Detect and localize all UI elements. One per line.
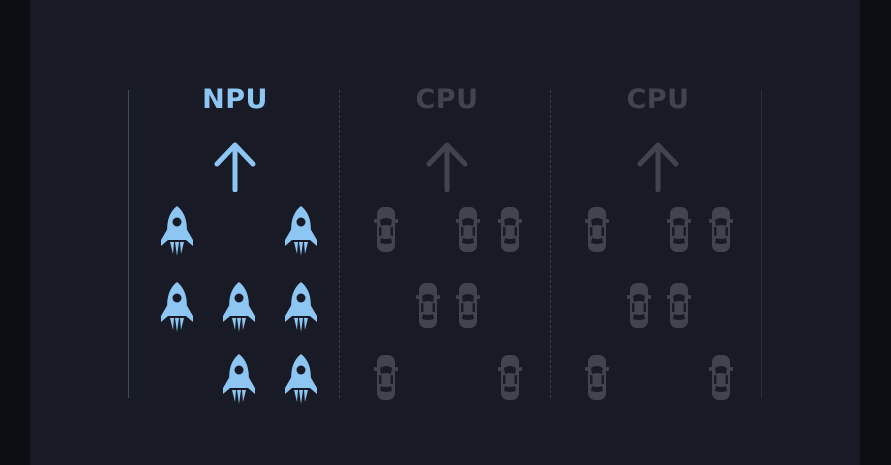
car-icon [416, 283, 440, 328]
car-icon [374, 355, 398, 400]
lane-cpu-1: CPU [342, 0, 552, 465]
rocket-icon [285, 282, 317, 332]
lane-divider-right [761, 90, 762, 398]
car-icon [498, 207, 522, 252]
car-icon [585, 355, 609, 400]
rocket-icon [223, 282, 255, 332]
lane-cpu-2: CPU [553, 0, 763, 465]
comparison-panel: NPU CPU CPU [30, 0, 860, 465]
lane-divider-left [128, 90, 129, 398]
car-icon [374, 207, 398, 252]
lane-divider-npu-cpu [339, 90, 340, 398]
car-icon [456, 283, 480, 328]
lane-npu: NPU [130, 0, 340, 465]
car-icon [709, 207, 733, 252]
car-icon [667, 207, 691, 252]
car-icon [627, 283, 651, 328]
arrow-up-icon [637, 142, 679, 192]
lane-title-npu: NPU [202, 84, 268, 115]
lane-title-cpu-2: CPU [626, 84, 690, 115]
rocket-icon [161, 282, 193, 332]
rocket-icon [285, 354, 317, 404]
car-icon [498, 355, 522, 400]
arrow-up-icon [214, 142, 256, 192]
car-icon [456, 207, 480, 252]
rocket-icon [223, 354, 255, 404]
lane-title-cpu-1: CPU [415, 84, 479, 115]
arrow-up-icon [426, 142, 468, 192]
car-icon [667, 283, 691, 328]
car-icon [709, 355, 733, 400]
car-icon [585, 207, 609, 252]
rocket-icon [285, 206, 317, 256]
rocket-icon [161, 206, 193, 256]
lane-divider-cpu-cpu [550, 90, 551, 398]
